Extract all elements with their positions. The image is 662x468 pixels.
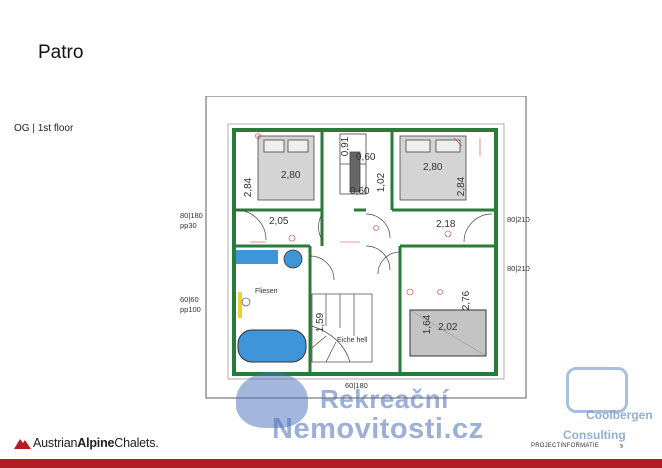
dimension-label: 1,02: [376, 172, 388, 193]
dimension-label: 2,02: [438, 322, 458, 333]
staircase: [311, 293, 373, 363]
dimension-label: 1,59: [315, 312, 327, 333]
footer-bar: [0, 459, 662, 468]
dimension-label: 0,60: [350, 186, 370, 197]
watermark-line2: Nemovitosti.cz: [272, 413, 484, 445]
window-label: pp100: [180, 305, 201, 314]
bath-cabinet: [236, 250, 278, 264]
consulting-name: Coolbergen: [586, 408, 653, 422]
dimension-label: 2,80: [423, 162, 443, 173]
consulting-logo-icon: [566, 367, 628, 413]
brand-name: AustrianAlpineChalets.: [33, 436, 159, 450]
window-label: 60|180: [345, 381, 368, 390]
room-label: Eiche hell: [337, 337, 368, 344]
dimension-label: 2,76: [461, 290, 473, 311]
floor-subtitle: OG | 1st floor: [14, 123, 74, 134]
page-number: 9: [620, 444, 624, 450]
dimension-label: 2,84: [456, 176, 468, 197]
mountain-logo-icon: [14, 439, 31, 449]
watermark-house-icon: [236, 372, 308, 428]
window-label: 60|60: [180, 295, 199, 304]
room-label: Fliesen: [255, 288, 278, 295]
dimension-label: 2,18: [436, 219, 456, 230]
dimension-label: 2,80: [281, 170, 301, 181]
storage-box: [409, 309, 487, 357]
bed-left: [257, 135, 315, 201]
dimension-label: 0,60: [356, 152, 376, 163]
dimension-label: 1,64: [422, 314, 434, 335]
watermark-line1: Rekreační: [320, 384, 449, 414]
bathtub-icon: [237, 329, 307, 363]
dimension-label: 2,05: [269, 216, 289, 227]
window-label: pp30: [180, 221, 197, 230]
bed-right: [399, 135, 467, 201]
page-title: Patro: [38, 42, 84, 63]
sink-icon: [283, 249, 303, 269]
project-info: PROJECTINFORMATIE: [531, 443, 599, 449]
window-label: 80|180: [180, 211, 203, 220]
window-label: 80|210: [507, 264, 530, 273]
floor-plan: [205, 96, 527, 399]
dimension-label: 0,91: [340, 136, 352, 157]
dimension-label: 2,84: [243, 177, 255, 198]
consulting-name-2: Consulting: [563, 428, 626, 442]
window-label: 80|210: [507, 215, 530, 224]
